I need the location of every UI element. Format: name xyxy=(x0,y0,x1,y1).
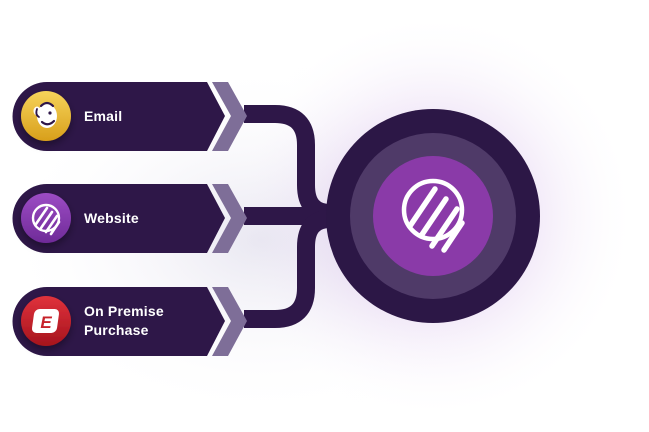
pill-website xyxy=(12,184,226,253)
chevrons xyxy=(212,82,247,356)
chevron-right-icon xyxy=(212,184,247,253)
pill-purchase xyxy=(12,287,226,356)
brand-stripes-icon xyxy=(401,178,465,253)
chevron-right-icon xyxy=(212,82,247,151)
source-label-purchase: On Premise Purchase xyxy=(84,303,164,338)
brand-stripes-icon xyxy=(21,193,71,243)
e-logo-icon: E xyxy=(21,296,71,346)
source-label-email: Email xyxy=(84,108,123,124)
svg-text:E: E xyxy=(40,313,52,332)
connector-purchase xyxy=(244,210,331,328)
source-pills xyxy=(12,82,226,356)
source-label-website: Website xyxy=(84,210,139,226)
connector-lines xyxy=(244,105,340,328)
pill-email xyxy=(12,82,226,151)
hub xyxy=(326,109,540,323)
chevron-right-icon xyxy=(212,287,247,356)
mailchimp-monkey-icon xyxy=(21,91,71,141)
